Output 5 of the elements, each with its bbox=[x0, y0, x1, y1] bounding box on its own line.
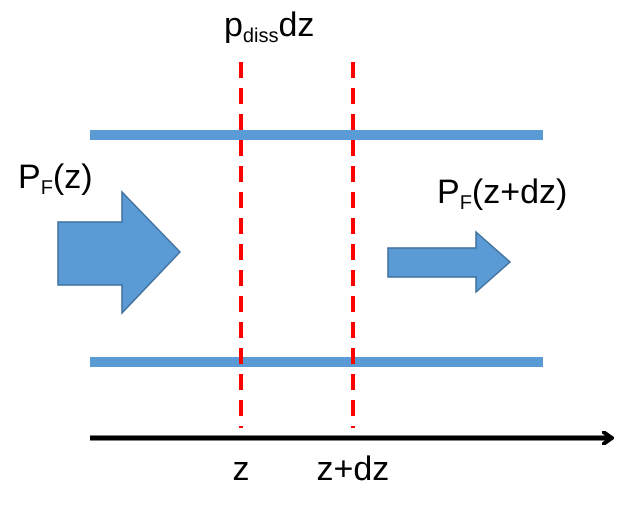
equation-label: p$_{diss}$dz bbox=[224, 8, 314, 46]
axis-label: z+dz bbox=[316, 452, 390, 486]
axis-label: z bbox=[232, 452, 250, 486]
equation-label: P$_{F}$(z) bbox=[18, 160, 93, 198]
equation-label: P$_{F}$(z+dz) bbox=[437, 175, 568, 213]
